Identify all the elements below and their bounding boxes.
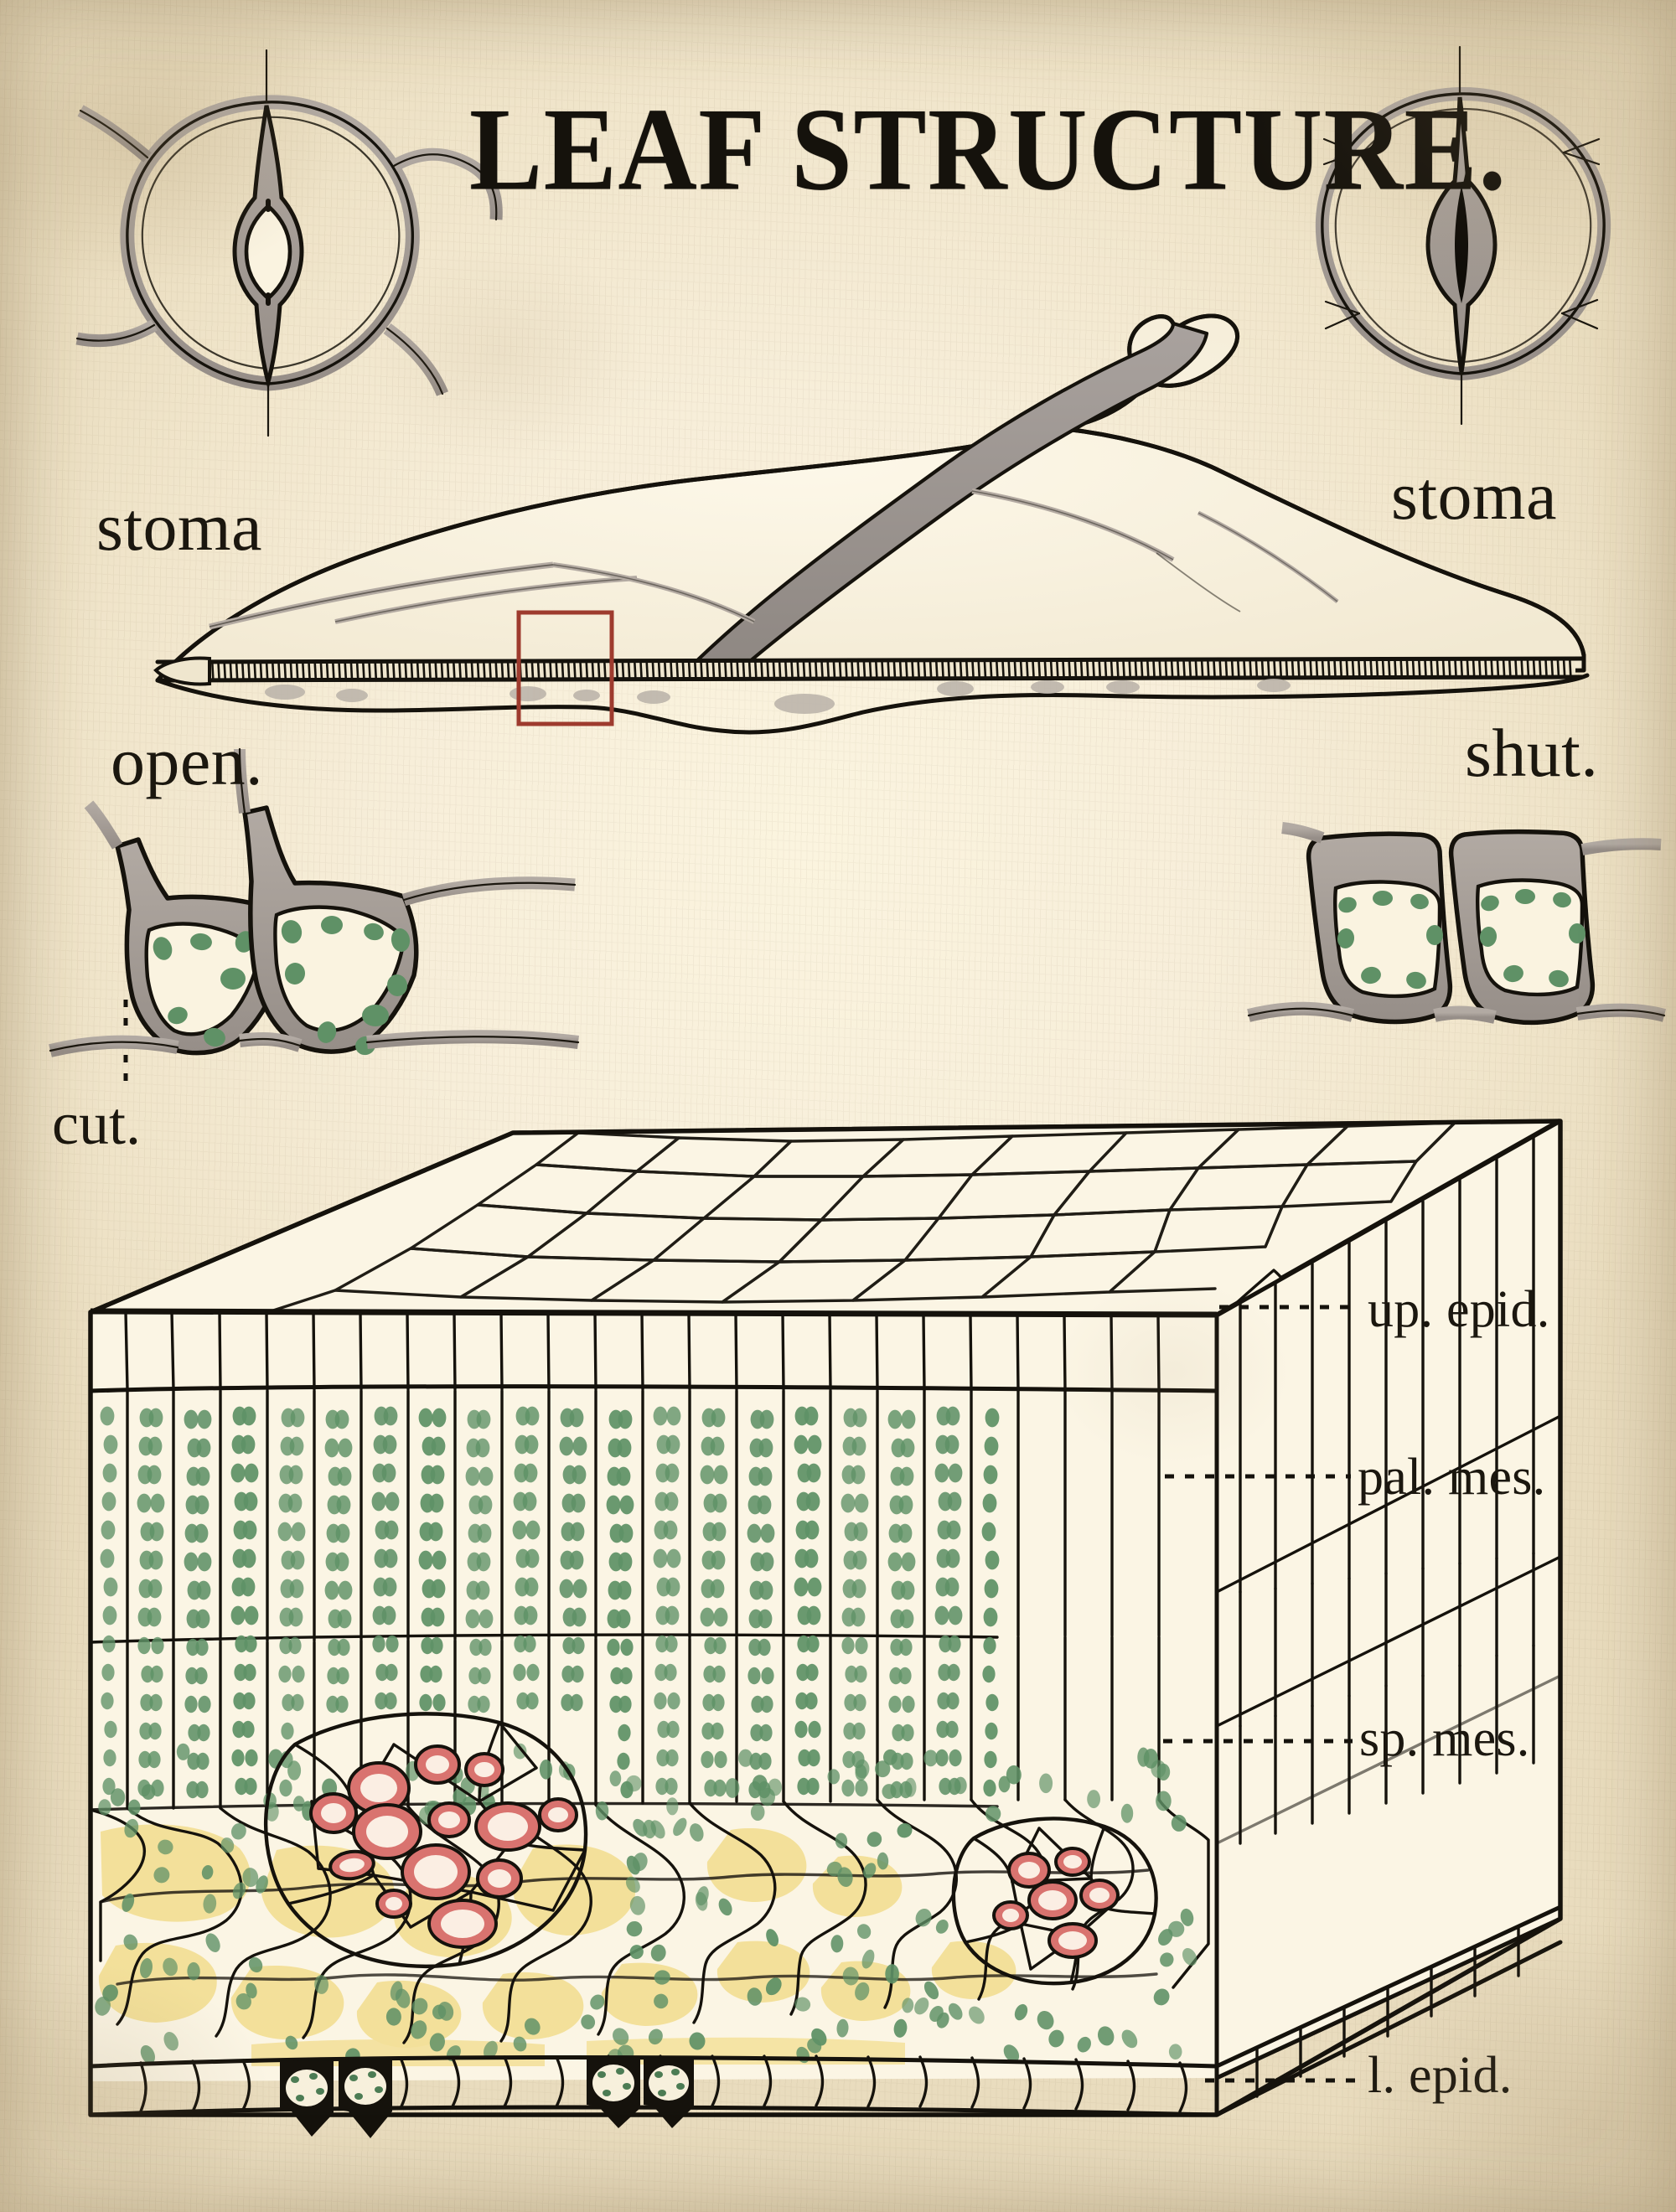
figure-leaf-blade-section: [153, 313, 1590, 735]
label-cut: cut.: [52, 1090, 141, 1157]
right-face-palisade: [1239, 1136, 1535, 1594]
label-stoma-shut: stoma: [1391, 457, 1557, 534]
right-face-spongy: [1215, 1414, 1562, 1845]
front-lower-epidermis-row: [88, 2054, 1219, 2138]
label-shut: shut.: [1465, 715, 1599, 791]
label-open: open.: [111, 723, 263, 799]
vascular-bundle-large: [263, 1712, 588, 1968]
stoma-lower-1: [280, 2060, 334, 2137]
chloroplasts-open-left: [153, 922, 272, 1047]
stoma-lower-2: [339, 2060, 392, 2138]
lower-epidermis-stomata: [280, 2056, 694, 2138]
figure-stoma-open-surface: [75, 49, 503, 437]
figure-guard-cells-shut: [1247, 822, 1667, 1026]
palisade-hatching: [174, 658, 1572, 680]
xylem-vessels-small: [992, 1847, 1120, 1959]
chloroplasts-shut-left: [1337, 891, 1443, 990]
page-title: LEAF STRUCTURE.: [469, 83, 1508, 215]
figure-leaf-block: [88, 1118, 1563, 2138]
chloroplasts-shut-right: [1479, 889, 1585, 988]
chloroplasts-open-right: [281, 916, 411, 1056]
detail-region-marker: [516, 610, 614, 726]
stoma-lower-3: [587, 2056, 640, 2128]
vascular-bundle-small: [951, 1817, 1158, 1986]
front-spongy-network: [89, 1798, 1210, 2044]
label-lower-epidermis: l. epid.: [1368, 2047, 1513, 2104]
label-spongy-mesophyll: sp. mes.: [1359, 1710, 1530, 1767]
block-label-leaders: [1163, 1305, 1361, 2083]
label-palisade-mesophyll: pal. mes.: [1358, 1449, 1546, 1506]
front-upper-epidermis-row: [88, 1310, 1219, 1393]
figure-guard-cells-open: [49, 747, 580, 1081]
stoma-lower-4: [644, 2056, 694, 2128]
label-upper-epidermis: up. epid.: [1368, 1281, 1550, 1338]
label-stoma-open: stoma: [96, 488, 262, 565]
figure-stoma-shut-surface: [1315, 45, 1611, 426]
xylem-vessels-large: [309, 1744, 578, 1949]
